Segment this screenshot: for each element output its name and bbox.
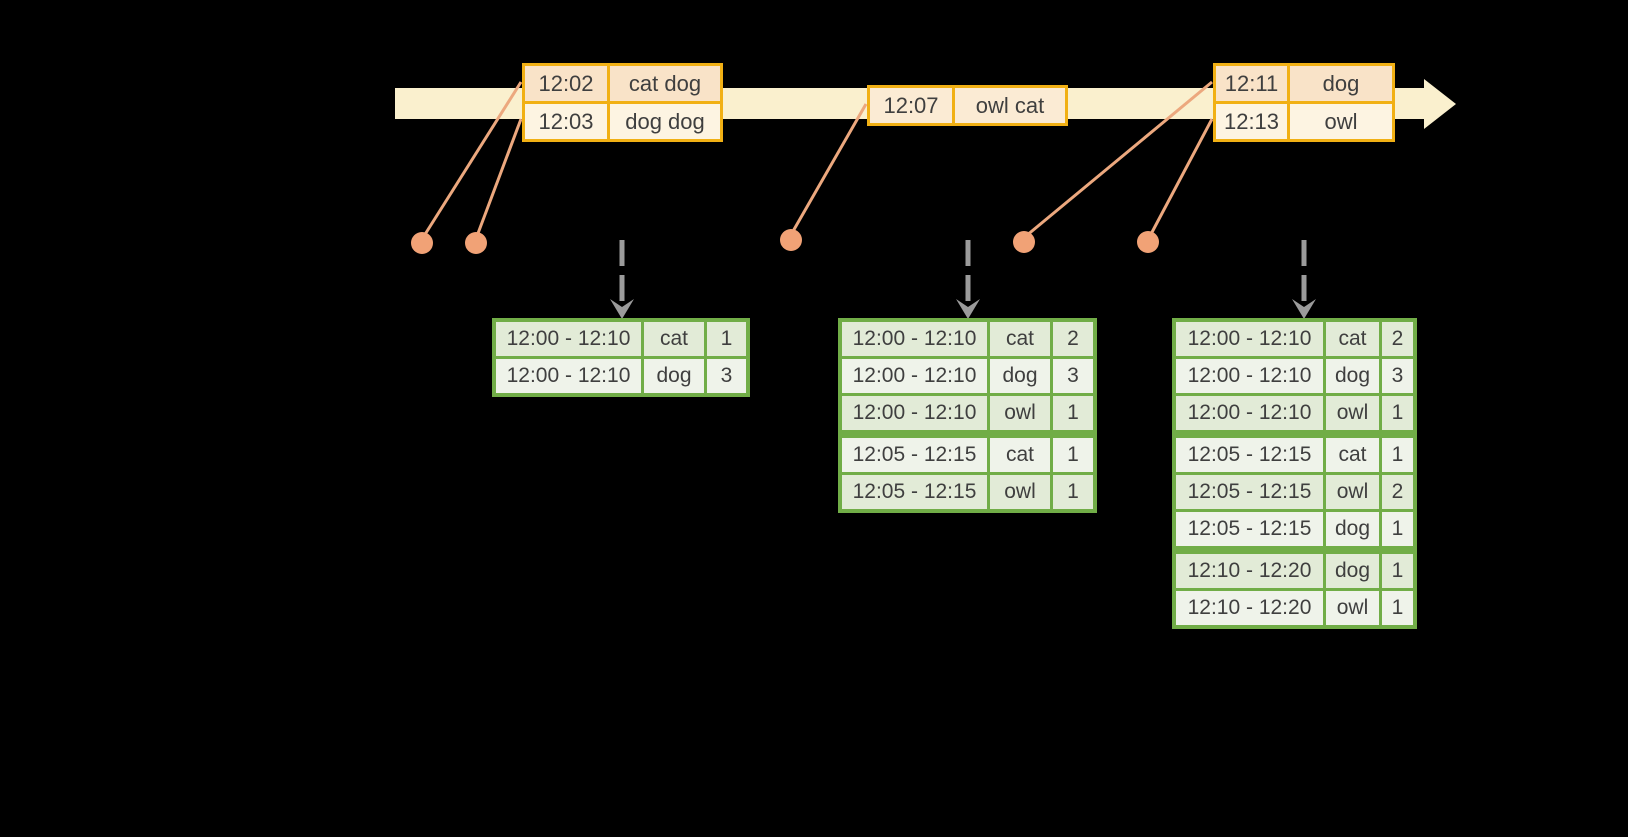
count-cell: 3 xyxy=(1053,359,1093,393)
result-row: 12:05 - 12:15 dog 1 xyxy=(1176,512,1413,546)
window-cell: 12:00 - 12:10 xyxy=(1176,359,1323,393)
event-row: 12:03 dog dog xyxy=(525,104,720,139)
event-words: dog xyxy=(1290,66,1392,101)
event-time: 12:02 xyxy=(525,66,607,101)
window-cell: 12:00 - 12:10 xyxy=(1176,396,1323,430)
count-cell: 2 xyxy=(1053,322,1093,356)
result-row: 12:00 - 12:10 dog 3 xyxy=(1176,359,1413,393)
word-cell: owl xyxy=(1326,396,1379,430)
result-row: 12:05 - 12:15 owl 2 xyxy=(1176,475,1413,509)
event-time: 12:07 xyxy=(870,88,952,123)
window-cell: 12:00 - 12:10 xyxy=(496,359,641,393)
event-line xyxy=(475,118,523,237)
word-cell: dog xyxy=(644,359,704,393)
result-row: 12:00 - 12:10 dog 3 xyxy=(842,359,1093,393)
result-row: 12:05 - 12:15 cat 1 xyxy=(842,438,1093,472)
result-row: 12:10 - 12:20 dog 1 xyxy=(1176,554,1413,588)
event-time: 12:13 xyxy=(1216,104,1287,139)
window-cell: 12:00 - 12:10 xyxy=(842,359,987,393)
event-row: 12:13 owl xyxy=(1216,104,1392,139)
event-table-1: 12:02 cat dog 12:03 dog dog xyxy=(522,63,723,142)
window-cell: 12:05 - 12:15 xyxy=(1176,512,1323,546)
event-words: owl cat xyxy=(955,88,1065,123)
window-cell: 12:10 - 12:20 xyxy=(1176,591,1323,625)
result-row: 12:00 - 12:10 owl 1 xyxy=(842,396,1093,430)
window-cell: 12:00 - 12:10 xyxy=(1176,322,1323,356)
result-row: 12:10 - 12:20 owl 1 xyxy=(1176,591,1413,625)
event-dot xyxy=(1137,231,1159,253)
word-cell: owl xyxy=(1326,591,1379,625)
word-cell: cat xyxy=(1326,438,1379,472)
trigger-arrowhead-icon xyxy=(1292,299,1316,319)
window-cell: 12:05 - 12:15 xyxy=(842,475,987,509)
event-table-3: 12:11 dog 12:13 owl xyxy=(1213,63,1395,142)
count-cell: 2 xyxy=(1382,475,1413,509)
count-cell: 3 xyxy=(707,359,746,393)
window-cell: 12:00 - 12:10 xyxy=(842,322,987,356)
word-cell: owl xyxy=(990,475,1050,509)
timeline-arrowhead-icon xyxy=(1424,79,1456,129)
event-row: 12:07 owl cat xyxy=(870,88,1065,123)
result-row: 12:00 - 12:10 cat 1 xyxy=(496,322,746,356)
count-cell: 2 xyxy=(1382,322,1413,356)
count-cell: 1 xyxy=(1053,396,1093,430)
event-dot xyxy=(780,229,802,251)
result-table-2: 12:00 - 12:10 cat 2 12:00 - 12:10 dog 3 … xyxy=(838,318,1097,513)
word-cell: cat xyxy=(990,438,1050,472)
event-row: 12:02 cat dog xyxy=(525,66,720,101)
result-row: 12:00 - 12:10 cat 2 xyxy=(1176,322,1413,356)
count-cell: 1 xyxy=(1382,512,1413,546)
window-cell: 12:00 - 12:10 xyxy=(496,322,641,356)
word-cell: cat xyxy=(990,322,1050,356)
event-words: owl xyxy=(1290,104,1392,139)
trigger-arrowhead-icon xyxy=(610,299,634,319)
word-cell: dog xyxy=(990,359,1050,393)
event-dot xyxy=(465,232,487,254)
count-cell: 1 xyxy=(1382,438,1413,472)
word-cell: dog xyxy=(1326,512,1379,546)
result-table-1: 12:00 - 12:10 cat 1 12:00 - 12:10 dog 3 xyxy=(492,318,750,397)
count-cell: 1 xyxy=(1382,591,1413,625)
trigger-arrowhead-icon xyxy=(956,299,980,319)
count-cell: 3 xyxy=(1382,359,1413,393)
word-cell: cat xyxy=(1326,322,1379,356)
result-table-3: 12:00 - 12:10 cat 2 12:00 - 12:10 dog 3 … xyxy=(1172,318,1417,629)
count-cell: 1 xyxy=(1382,396,1413,430)
event-words: dog dog xyxy=(610,104,720,139)
word-cell: dog xyxy=(1326,554,1379,588)
event-table-2: 12:07 owl cat xyxy=(867,85,1068,126)
event-row: 12:11 dog xyxy=(1216,66,1392,101)
count-cell: 1 xyxy=(707,322,746,356)
event-line xyxy=(1148,118,1214,237)
word-cell: dog xyxy=(1326,359,1379,393)
result-row: 12:00 - 12:10 cat 2 xyxy=(842,322,1093,356)
result-row: 12:05 - 12:15 owl 1 xyxy=(842,475,1093,509)
word-cell: owl xyxy=(1326,475,1379,509)
result-row: 12:00 - 12:10 owl 1 xyxy=(1176,396,1413,430)
event-time: 12:03 xyxy=(525,104,607,139)
event-dot xyxy=(1013,231,1035,253)
word-cell: cat xyxy=(644,322,704,356)
event-time: 12:11 xyxy=(1216,66,1287,101)
window-cell: 12:10 - 12:20 xyxy=(1176,554,1323,588)
window-cell: 12:05 - 12:15 xyxy=(1176,475,1323,509)
word-cell: owl xyxy=(990,396,1050,430)
event-line xyxy=(790,103,868,234)
window-cell: 12:00 - 12:10 xyxy=(842,396,987,430)
event-words: cat dog xyxy=(610,66,720,101)
count-cell: 1 xyxy=(1053,475,1093,509)
window-cell: 12:05 - 12:15 xyxy=(1176,438,1323,472)
count-cell: 1 xyxy=(1382,554,1413,588)
event-dot xyxy=(411,232,433,254)
count-cell: 1 xyxy=(1053,438,1093,472)
result-row: 12:05 - 12:15 cat 1 xyxy=(1176,438,1413,472)
window-cell: 12:05 - 12:15 xyxy=(842,438,987,472)
result-row: 12:00 - 12:10 dog 3 xyxy=(496,359,746,393)
